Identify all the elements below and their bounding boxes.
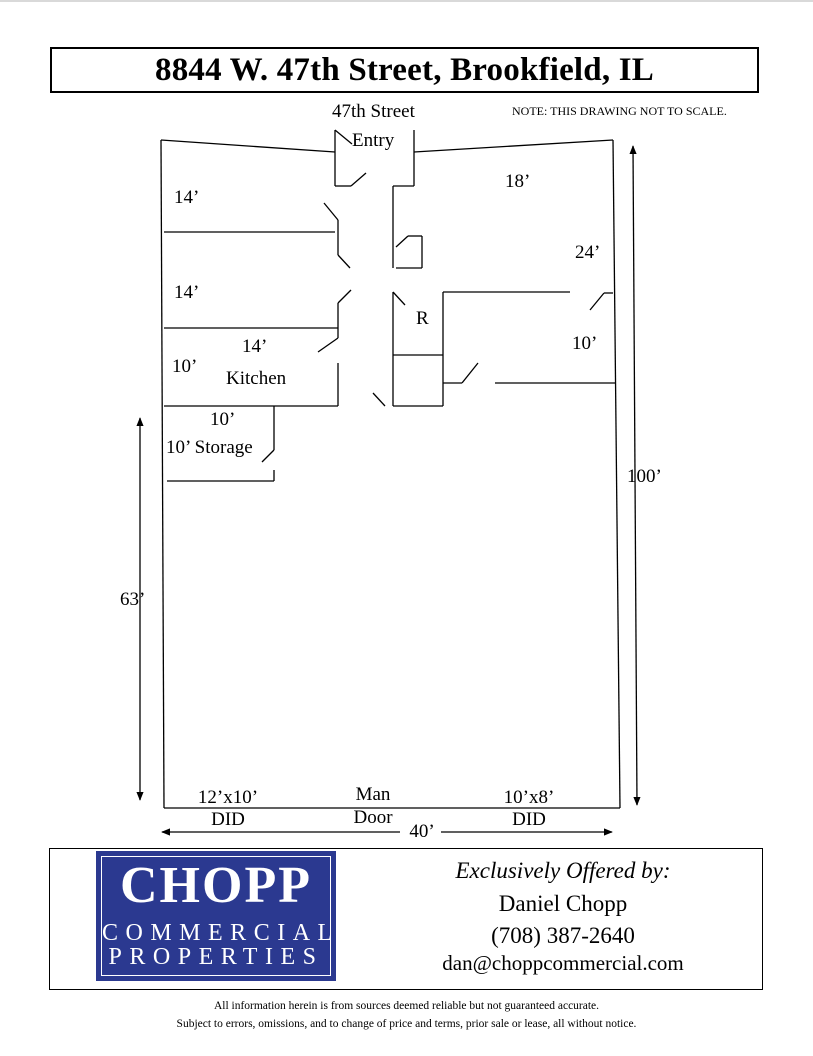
kitchen-width-label: 14’ [242, 336, 268, 357]
right-small-depth-label: 10’ [572, 333, 598, 354]
right-did-label: DID [512, 809, 546, 830]
entry-label: Entry [352, 130, 395, 151]
company-logo: CHOPP COMMERCIAL PROPERTIES [96, 851, 336, 981]
storage-width-label: 10’ [210, 409, 236, 430]
right-did-size-label: 10’x8’ [503, 787, 555, 808]
logo-frame: CHOPP COMMERCIAL PROPERTIES [101, 856, 340, 976]
kitchen-walls [164, 363, 339, 407]
right-wall [612, 139, 621, 809]
agent-name: Daniel Chopp [498, 891, 628, 916]
right-office-walls [443, 292, 616, 384]
right-office-depth-label: 24’ [575, 242, 601, 263]
offered-by-label: Exclusively Offered by: [455, 858, 671, 883]
room2-depth-label: 14’ [174, 282, 200, 303]
disclaimer-line2: Subject to errors, omissions, and to cha… [176, 1018, 637, 1030]
front-wall-right [413, 139, 614, 153]
page-title: 8844 W. 47th Street, Brookfield, IL [155, 51, 654, 88]
left-wall [160, 139, 165, 809]
left-did-label: DID [211, 809, 245, 830]
closet-walls [395, 235, 423, 269]
street-label: 47th Street [332, 101, 415, 122]
right-dimension-arrow [629, 145, 641, 806]
right-office-width-label: 18’ [505, 171, 531, 192]
agent-phone[interactable]: (708) 387-2640 [491, 923, 635, 948]
entry-vestibule [334, 129, 415, 268]
restroom-label: R [416, 308, 429, 329]
storage-label-line: 10’ Storage [166, 438, 253, 458]
logo-line-properties: PROPERTIES [108, 944, 324, 970]
floor-plan-drawing [136, 129, 641, 836]
scale-note: NOTE: THIS DRAWING NOT TO SCALE. [512, 104, 727, 118]
title-box: 8844 W. 47th Street, Brookfield, IL [50, 47, 759, 93]
logo-line-chopp: CHOPP [120, 857, 312, 914]
front-wall-left [160, 139, 336, 153]
right-wall-length-label: 100’ [627, 466, 662, 487]
logo-line-commercial: COMMERCIAL [102, 920, 340, 946]
dimension-lines [136, 145, 641, 836]
man-door-label-line2: Door [353, 807, 393, 828]
contact-box [49, 848, 763, 990]
front-width-label: 40’ [409, 821, 435, 842]
man-door-label-line1: Man [355, 784, 391, 805]
storage-walls [167, 406, 275, 482]
restroom-walls [372, 291, 570, 407]
storage-label: Storage [194, 437, 253, 458]
storage-depth-label: 10’ [166, 437, 190, 458]
kitchen-depth-label: 10’ [172, 356, 198, 377]
outer-walls [160, 139, 621, 809]
left-wall-length-label: 63’ [120, 589, 146, 610]
kitchen-label: Kitchen [226, 368, 287, 389]
left-did-size-label: 12’x10’ [197, 787, 259, 808]
page-top-rule [0, 0, 813, 2]
agent-email[interactable]: dan@choppcommercial.com [442, 951, 684, 975]
room1-depth-label: 14’ [174, 187, 200, 208]
left-offices [164, 202, 352, 353]
disclaimer-line1: All information herein is from sources d… [213, 1000, 600, 1012]
